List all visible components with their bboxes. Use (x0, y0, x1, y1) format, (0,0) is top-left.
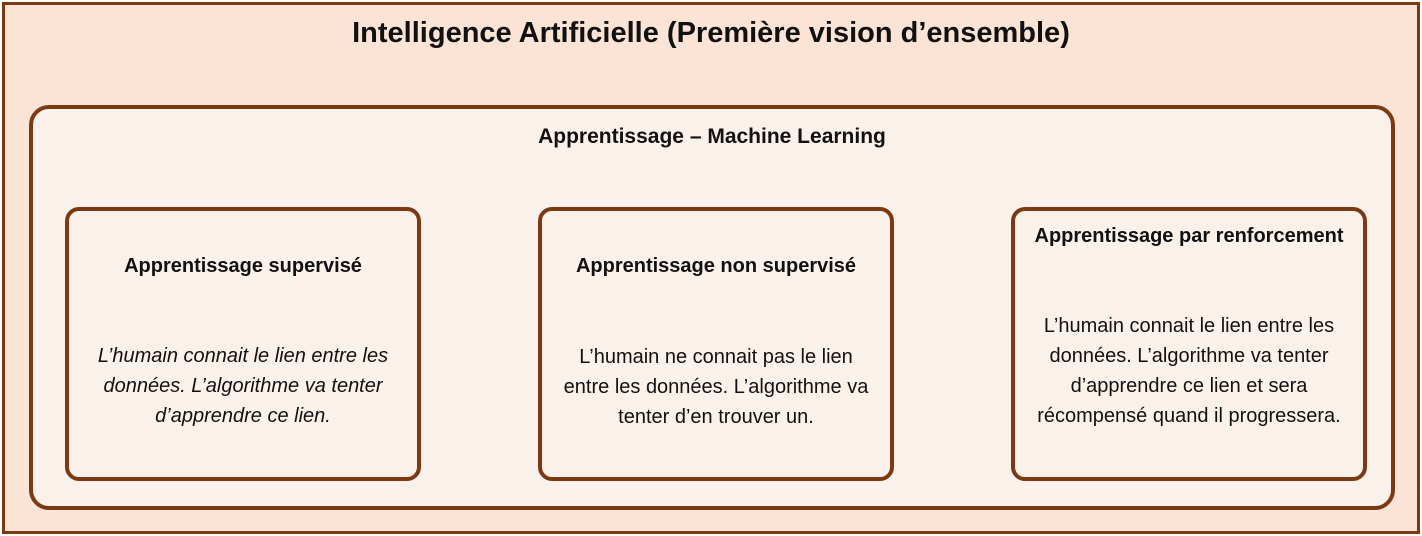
section-title: Apprentissage – Machine Learning (538, 125, 886, 148)
card-reinforcement-learning: Apprentissage par renforcement L’humain … (1011, 207, 1367, 481)
card-title: Apprentissage non supervisé (575, 255, 857, 277)
card-description: L’humain connait le lien entre les donné… (97, 345, 389, 427)
card-unsupervised-learning: Apprentissage non supervisé L’humain ne … (538, 207, 894, 481)
diagram-title: Intelligence Artificielle (Première visi… (352, 17, 1070, 49)
card-supervised-learning: Apprentissage supervisé L’humain connait… (65, 207, 421, 481)
card-title: Apprentissage par renforcement (1034, 225, 1344, 247)
inner-box-machine-learning: Apprentissage – Machine Learning Apprent… (29, 105, 1395, 510)
card-description: L’humain ne connait pas le lien entre le… (563, 346, 869, 428)
card-title: Apprentissage supervisé (124, 255, 362, 277)
card-description: L’humain connait le lien entre les donné… (1037, 315, 1341, 427)
